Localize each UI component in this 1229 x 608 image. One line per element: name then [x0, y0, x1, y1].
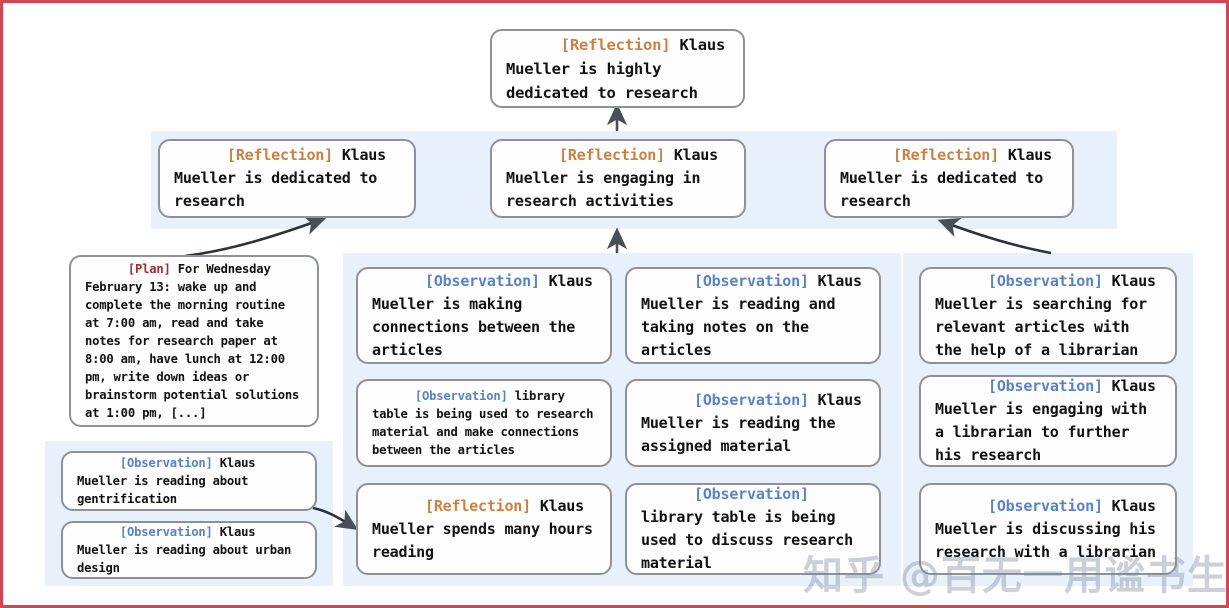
node-body: Klaus Mueller is highly dedicated to res…: [506, 35, 735, 102]
node-top-reflection[interactable]: [Reflection] Klaus Mueller is highly ded…: [490, 29, 745, 108]
node-text: [Reflection] Klaus Mueller spends many h…: [358, 472, 610, 587]
tag-observation: [Observation]: [988, 377, 1103, 395]
node-text: [Observation] Klaus Mueller is discussin…: [921, 472, 1175, 587]
node-body: Klaus Mueller is engaging in research ac…: [506, 146, 727, 210]
node-col4-obs-3[interactable]: [Observation] Klaus Mueller is discussin…: [919, 483, 1177, 575]
tag-observation: [Observation]: [694, 485, 809, 503]
tag-observation: [Observation]: [694, 271, 809, 290]
node-plan[interactable]: [Plan] For Wednesday February 13: wake u…: [69, 255, 319, 427]
node-mid-reflection-left[interactable]: [Reflection] Klaus Mueller is dedicated …: [158, 139, 416, 218]
node-col3-obs-1[interactable]: [Observation] Klaus Mueller is reading a…: [625, 267, 881, 364]
node-body: Klaus Mueller is discussing his research…: [935, 496, 1165, 561]
node-left-obs-1[interactable]: [Observation] Klaus Mueller is reading a…: [61, 451, 317, 511]
node-body: Klaus Mueller is engaging with a librari…: [935, 377, 1165, 464]
tag-reflection: [Reflection]: [893, 146, 999, 164]
node-text: [Observation] Klaus Mueller is reading a…: [63, 436, 315, 526]
node-body: Klaus Mueller is making connections betw…: [372, 271, 602, 359]
tag-reflection: [Reflection]: [560, 35, 671, 54]
node-col4-obs-2[interactable]: [Observation] Klaus Mueller is engaging …: [919, 375, 1177, 467]
node-text: [Reflection] Klaus Mueller is dedicated …: [160, 121, 414, 236]
node-text: [Observation] Klaus Mueller is searching…: [921, 247, 1175, 385]
node-col2-reflection[interactable]: [Reflection] Klaus Mueller spends many h…: [356, 483, 612, 575]
node-text: [Observation] Klaus Mueller is making co…: [358, 247, 610, 385]
node-body: Klaus Mueller is dedicated to research: [840, 146, 1061, 210]
node-text: [Observation] Klaus Mueller is reading a…: [63, 505, 315, 595]
tag-observation: [Observation]: [425, 271, 540, 290]
node-text: [Observation] Klaus Mueller is reading a…: [627, 247, 879, 385]
node-mid-reflection-center[interactable]: [Reflection] Klaus Mueller is engaging i…: [490, 139, 746, 218]
node-col3-obs-2[interactable]: [Observation] Klaus Mueller is reading t…: [625, 379, 881, 467]
node-text: [Observation] Klaus Mueller is engaging …: [921, 352, 1175, 490]
tag-observation: [Observation]: [119, 456, 213, 470]
tag-observation: [Observation]: [988, 496, 1103, 515]
node-body: Klaus Mueller is dedicated to research: [174, 146, 395, 210]
node-body: Klaus Mueller is reading about urban des…: [77, 525, 299, 575]
node-col4-obs-1[interactable]: [Observation] Klaus Mueller is searching…: [919, 267, 1177, 364]
node-col2-obs-1[interactable]: [Observation] Klaus Mueller is making co…: [356, 267, 612, 364]
tag-reflection: [Reflection]: [227, 146, 333, 164]
tag-observation: [Observation]: [694, 390, 809, 409]
node-text: [Reflection] Klaus Mueller is dedicated …: [826, 121, 1072, 236]
tag-reflection: [Reflection]: [425, 496, 531, 515]
node-text: [Observation] Klaus Mueller is reading t…: [627, 366, 879, 481]
tag-observation: [Observation]: [414, 389, 508, 403]
node-body: library table is being used to research …: [372, 389, 601, 457]
tag-observation: [Observation]: [119, 525, 213, 539]
node-text: [Observation] library table is being use…: [358, 369, 610, 477]
node-body: Klaus Mueller spends many hours reading: [372, 496, 602, 561]
tag-observation: [Observation]: [988, 271, 1103, 290]
node-text: [Plan] For Wednesday February 13: wake u…: [71, 242, 317, 440]
node-text: [Observation] library table is being use…: [627, 460, 879, 598]
node-body: Klaus Mueller is reading about gentrific…: [77, 456, 263, 506]
tag-plan: [Plan]: [127, 262, 171, 276]
node-body: Klaus Mueller is searching for relevant …: [935, 271, 1165, 359]
node-text: [Reflection] Klaus Mueller is engaging i…: [492, 121, 744, 236]
node-mid-reflection-right[interactable]: [Reflection] Klaus Mueller is dedicated …: [824, 139, 1074, 218]
node-col3-obs-3[interactable]: [Observation] library table is being use…: [625, 483, 881, 575]
node-text: [Reflection] Klaus Mueller is highly ded…: [492, 9, 743, 129]
node-body: Klaus Mueller is reading the assigned ma…: [641, 390, 871, 455]
node-col2-obs-2[interactable]: [Observation] library table is being use…: [356, 379, 612, 467]
node-body: For Wednesday February 13: wake up and c…: [85, 262, 307, 420]
node-body: library table is being used to discuss r…: [641, 485, 862, 572]
node-left-obs-2[interactable]: [Observation] Klaus Mueller is reading a…: [61, 521, 317, 579]
node-body: Klaus Mueller is reading and taking note…: [641, 271, 871, 359]
tag-reflection: [Reflection]: [559, 146, 665, 164]
